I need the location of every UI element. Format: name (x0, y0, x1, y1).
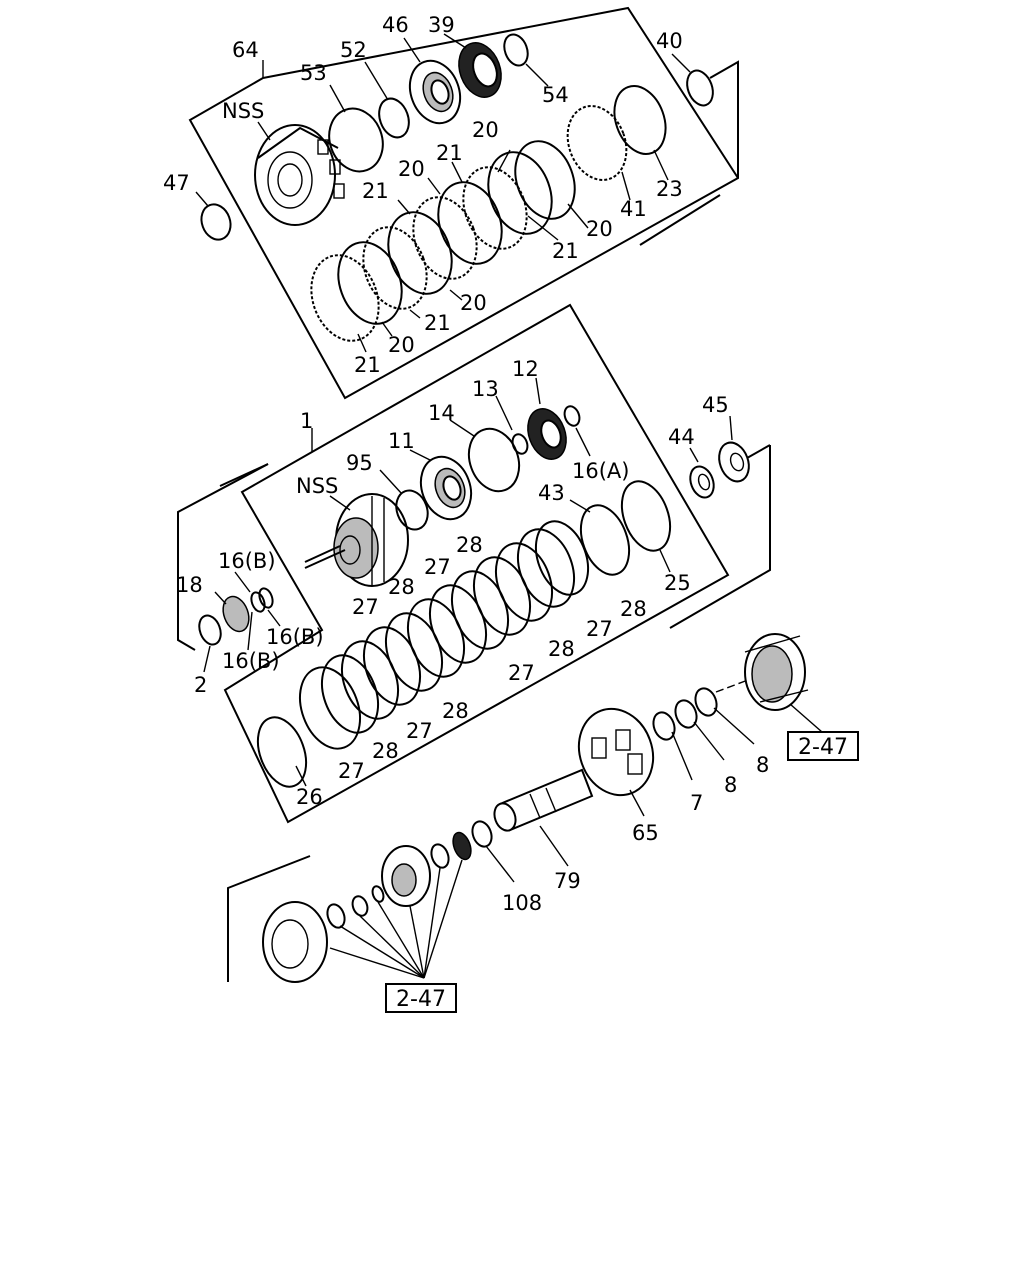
washer-44 (689, 465, 715, 499)
callout-65: 65 (632, 821, 659, 845)
ref-box-lower[interactable]: 2-47 (385, 983, 457, 1013)
callout-27-a: 27 (424, 555, 451, 579)
centerline-right (715, 679, 749, 693)
snap-ring-54 (503, 33, 529, 67)
callout-20-e: 20 (388, 333, 415, 357)
callout-20-a: 20 (472, 118, 499, 142)
callout-44: 44 (668, 425, 695, 449)
callout-27-f: 27 (338, 759, 365, 783)
ref-box-upper[interactable]: 2-47 (787, 731, 859, 761)
callout-79: 79 (554, 869, 581, 893)
callout-16a: 16(A) (572, 459, 629, 483)
callout-26: 26 (296, 785, 323, 809)
snap-ring-8-a (694, 687, 718, 717)
callout-8-a: 8 (756, 753, 769, 777)
callout-28-f: 28 (372, 739, 399, 763)
seal-ring-52 (378, 97, 410, 139)
callout-53: 53 (300, 61, 327, 85)
callout-25: 25 (664, 571, 691, 595)
carrier-65 (577, 707, 655, 797)
callout-27-b: 27 (352, 595, 379, 619)
snap-ring-108 (471, 820, 493, 848)
callout-27-e: 27 (406, 719, 433, 743)
callout-28-c: 28 (620, 597, 647, 621)
snap-ring-47 (200, 203, 232, 241)
clutch-pack-middle (256, 520, 590, 788)
shaft-79 (493, 768, 594, 832)
callout-108: 108 (502, 891, 542, 915)
ring-gear-assembly (744, 633, 809, 711)
callout-8-b: 8 (724, 773, 737, 797)
snap-ring-23 (613, 85, 667, 155)
callout-39: 39 (428, 13, 455, 37)
seal-ring-53 (328, 107, 384, 173)
callout-11: 11 (388, 429, 415, 453)
callout-21-a: 21 (436, 141, 463, 165)
callout-nss-top: NSS (222, 99, 264, 123)
callout-28-e: 28 (442, 699, 469, 723)
snap-ring-8-b (674, 699, 698, 729)
callout-43: 43 (538, 481, 565, 505)
washer-45 (718, 441, 750, 483)
callout-20-b: 20 (398, 157, 425, 181)
callout-21-b: 21 (362, 179, 389, 203)
plate-41 (566, 105, 628, 181)
leaders-upper (195, 33, 691, 353)
callout-20-d: 20 (460, 291, 487, 315)
spring-12 (527, 408, 567, 460)
washers-16b-18-2 (198, 587, 274, 646)
plate-43 (579, 504, 631, 576)
callout-nss-mid: NSS (296, 474, 338, 498)
callout-40: 40 (656, 29, 683, 53)
leaders-lower (329, 703, 823, 979)
snap-ring-40 (686, 69, 714, 107)
callout-45: 45 (702, 393, 729, 417)
spring-39 (458, 42, 502, 98)
callout-46: 46 (382, 13, 409, 37)
callout-28-b: 28 (388, 575, 415, 599)
drum-nss-1 (304, 493, 409, 587)
ref-label-upper: 2-47 (798, 735, 848, 760)
callout-95: 95 (346, 451, 373, 475)
callout-21-d: 21 (424, 311, 451, 335)
seal-ring-13 (511, 433, 529, 455)
assembly-64-frame (188, 6, 739, 400)
callout-16b-c: 16(B) (222, 649, 280, 673)
callout-2: 2 (194, 673, 207, 697)
leaders-middle (203, 377, 733, 787)
callout-52: 52 (340, 38, 367, 62)
piston-46 (408, 59, 462, 125)
callout-47: 47 (163, 171, 190, 195)
callout-16b-a: 16(B) (218, 549, 276, 573)
drum-64 (254, 124, 345, 226)
piston-11 (419, 455, 473, 521)
callout-28-a: 28 (456, 533, 483, 557)
callout-20-c: 20 (586, 217, 613, 241)
callout-28-d: 28 (548, 637, 575, 661)
callout-7: 7 (690, 791, 703, 815)
callout-13: 13 (472, 377, 499, 401)
seal-ring-95 (395, 489, 429, 531)
callout-23: 23 (656, 177, 683, 201)
ref-label-lower: 2-47 (396, 987, 446, 1012)
callout-12: 12 (512, 357, 539, 381)
snap-ring-25 (620, 480, 672, 552)
callout-27-d: 27 (508, 661, 535, 685)
callout-14: 14 (428, 401, 455, 425)
callout-18: 18 (176, 573, 203, 597)
planetary-set-lower (262, 831, 472, 983)
snap-ring-16a (563, 405, 581, 427)
snap-ring-7 (652, 711, 676, 741)
callout-16b-b: 16(B) (266, 625, 324, 649)
callout-21-e: 21 (354, 353, 381, 377)
callout-64: 64 (232, 38, 259, 62)
callout-41: 41 (620, 197, 647, 221)
callout-1: 1 (300, 409, 313, 433)
callout-21-c: 21 (552, 239, 579, 263)
clutch-pack-upper (310, 140, 576, 342)
lower-frame (227, 855, 311, 982)
callout-27-c: 27 (586, 617, 613, 641)
callout-54: 54 (542, 83, 569, 107)
